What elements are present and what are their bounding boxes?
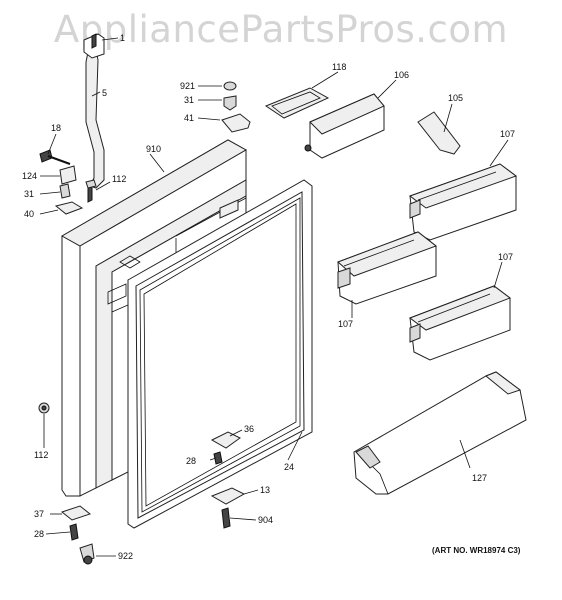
bottom-bin [353, 371, 527, 495]
callout-36: 36 [244, 424, 254, 434]
callout-31-left: 31 [24, 189, 34, 199]
callout-105: 105 [448, 93, 463, 103]
art-number: (ART NO. WR18974 C3) [432, 546, 521, 555]
door-handle [83, 33, 105, 189]
callout-118: 118 [332, 62, 346, 72]
lower-hardware [38, 402, 246, 565]
callout-106: 106 [394, 70, 409, 80]
left-hardware [39, 149, 97, 215]
callout-107-lower: 107 [498, 252, 513, 262]
callout-107-middle: 107 [338, 319, 353, 329]
callout-904: 904 [258, 515, 273, 525]
callout-921: 921 [180, 81, 195, 91]
watermark-text: AppliancePartsPros.com [53, 8, 509, 51]
callout-910: 910 [146, 144, 161, 154]
callout-112-top: 112 [112, 174, 126, 184]
callout-24: 24 [284, 462, 294, 472]
callout-37: 37 [34, 509, 44, 519]
callout-labels: 1 5 18 124 31 40 112 910 921 31 41 118 1… [22, 33, 521, 561]
door-bin-lower [408, 285, 512, 361]
callout-1: 1 [120, 33, 125, 43]
door-gasket [127, 179, 313, 529]
door-bin-upper [408, 163, 518, 241]
callout-127: 127 [472, 473, 487, 483]
callout-40: 40 [24, 209, 34, 219]
callout-28-bottom: 28 [34, 529, 44, 539]
callout-41: 41 [184, 113, 194, 123]
callout-124: 124 [22, 171, 37, 181]
callout-31-top: 31 [184, 95, 194, 105]
callout-922: 922 [118, 551, 133, 561]
dairy-assembly [264, 87, 461, 159]
callout-18: 18 [51, 123, 61, 133]
callout-5: 5 [102, 88, 107, 98]
callout-112-bottom: 112 [34, 450, 48, 460]
door-bin-middle [337, 231, 438, 305]
callout-107-upper: 107 [500, 129, 515, 139]
callout-13: 13 [260, 485, 270, 495]
callout-28-mid: 28 [186, 456, 196, 466]
top-hardware [221, 81, 251, 133]
leader-lines [39, 37, 509, 557]
